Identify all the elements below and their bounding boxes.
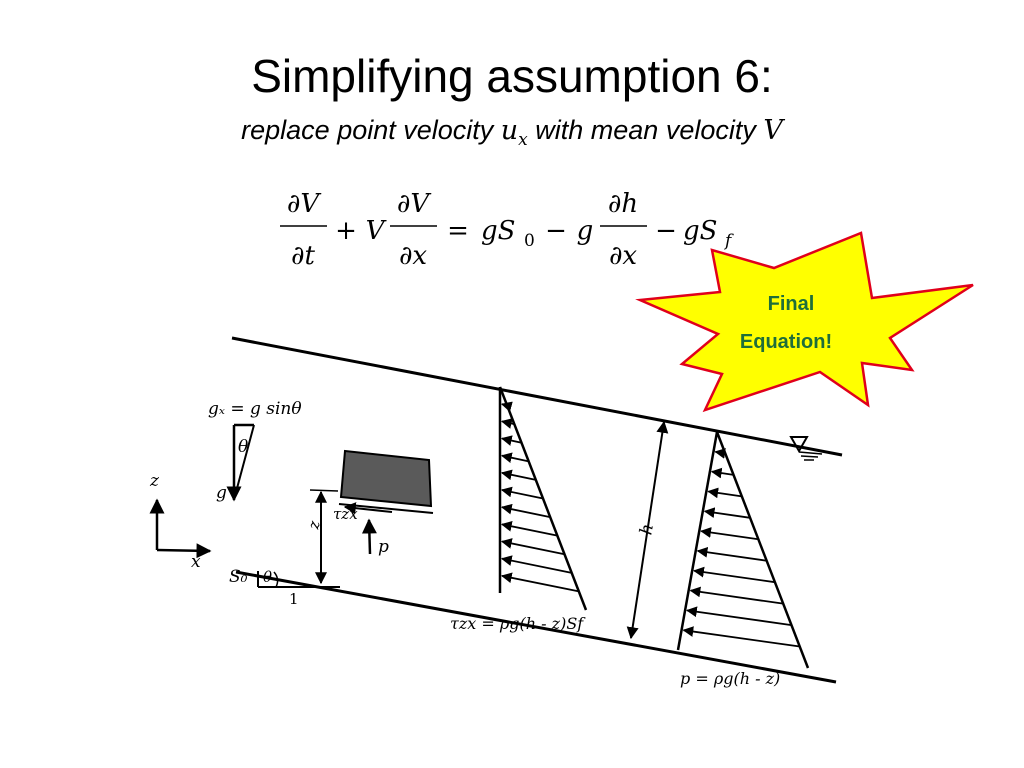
subtitle-u-variable: u [500,115,519,146]
so-label: S₀ [229,567,248,587]
pressure-arrow [682,626,800,648]
shear-stress-arrow [500,538,565,556]
pressure-arrow [710,467,734,479]
coordinate-axes: z x [149,471,212,572]
eq-gsf: gS [683,216,717,246]
water-surface-line [231,336,843,457]
fluid-element-box [339,449,433,508]
starburst-shape [635,231,974,413]
eq-term2-numerator: ∂V [397,189,431,219]
subtitle-prefix: replace point velocity [241,115,501,145]
shear-stress-arrow [500,469,537,481]
shear-stress-arrow [500,520,558,537]
eq-equals: = [447,216,469,246]
fluid-element: τzx p z [304,449,434,585]
shear-stress-arrow [500,486,544,500]
depth-dimension: h [626,420,669,640]
pressure-arrow [686,606,792,626]
pressure-arrow [696,546,767,562]
pressure-arrow [707,487,742,499]
pressure-arrow [714,448,726,459]
eq-minus-1: − [545,216,567,246]
eq-term3-numerator: ∂h [608,189,638,219]
p-label: p [378,537,389,557]
eq-coef-v: V [366,216,387,246]
eq-gs0: gS [481,216,515,246]
x-axis-label: x [191,552,201,572]
callout-line-1: Final [768,293,815,315]
shear-stress-arrow [500,418,515,429]
tau-zx-label: τzx [333,505,358,523]
g-label: g [216,483,227,503]
shear-stress-arrow [500,401,513,412]
eq-g: g [577,216,594,246]
eq-term3-denominator: ∂x [609,241,637,271]
momentum-equation: ∂V ∂t + V ∂V ∂x = gS 0 − g ∂h ∂x − gS f [280,189,734,271]
subtitle-middle: with mean velocity [527,115,764,145]
pressure-arrow [703,507,751,519]
eq-gs0-subscript: 0 [524,231,535,251]
h-label: h [636,522,658,536]
shear-stress-distribution: τzx = ρg(h - z)Sf [450,386,588,633]
water-surface-symbol [789,436,823,461]
tau-formula: τzx = ρg(h - z)Sf [450,614,586,633]
z-height-label: z [304,519,323,531]
eq-plus: + [335,216,357,246]
theta-label: θ [238,437,248,457]
pressure-distribution: p = ρg(h - z) [676,431,810,688]
eq-gsf-subscript: f [723,231,734,251]
shear-stress-arrow [500,435,522,446]
eq-minus-2: − [655,216,677,246]
slope-one-label: 1 [289,590,299,608]
pressure-arrow [689,586,784,605]
pressure-arrow [693,566,776,584]
eq-term1-denominator: ∂t [291,241,315,271]
subtitle-u-subscript: x [518,130,528,150]
gravity-components: gₓ = g sinθ θ g [208,399,302,503]
slide-title: Simplifying assumption 6: [251,50,773,102]
shear-stress-arrow [500,503,551,518]
slope-theta-label: θ [263,568,272,586]
shear-stress-arrow [500,555,572,574]
subtitle-v-variable: V [763,115,783,146]
gx-label: gₓ = g sinθ [208,399,302,419]
z-axis-label: z [149,471,160,491]
p-formula: p = ρg(h - z) [680,669,780,688]
slope-indicator: S₀ θ 1 [229,567,340,608]
eq-term1-numerator: ∂V [287,189,321,219]
slide-subtitle: replace point velocity ux with mean velo… [0,112,1024,152]
eq-term2-denominator: ∂x [399,241,427,271]
pressure-arrow [700,527,759,541]
shear-stress-arrow [500,452,529,463]
shear-stress-arrow [500,572,580,593]
channel-bed-line [235,570,837,684]
callout-line-2: Equation! [740,331,832,353]
